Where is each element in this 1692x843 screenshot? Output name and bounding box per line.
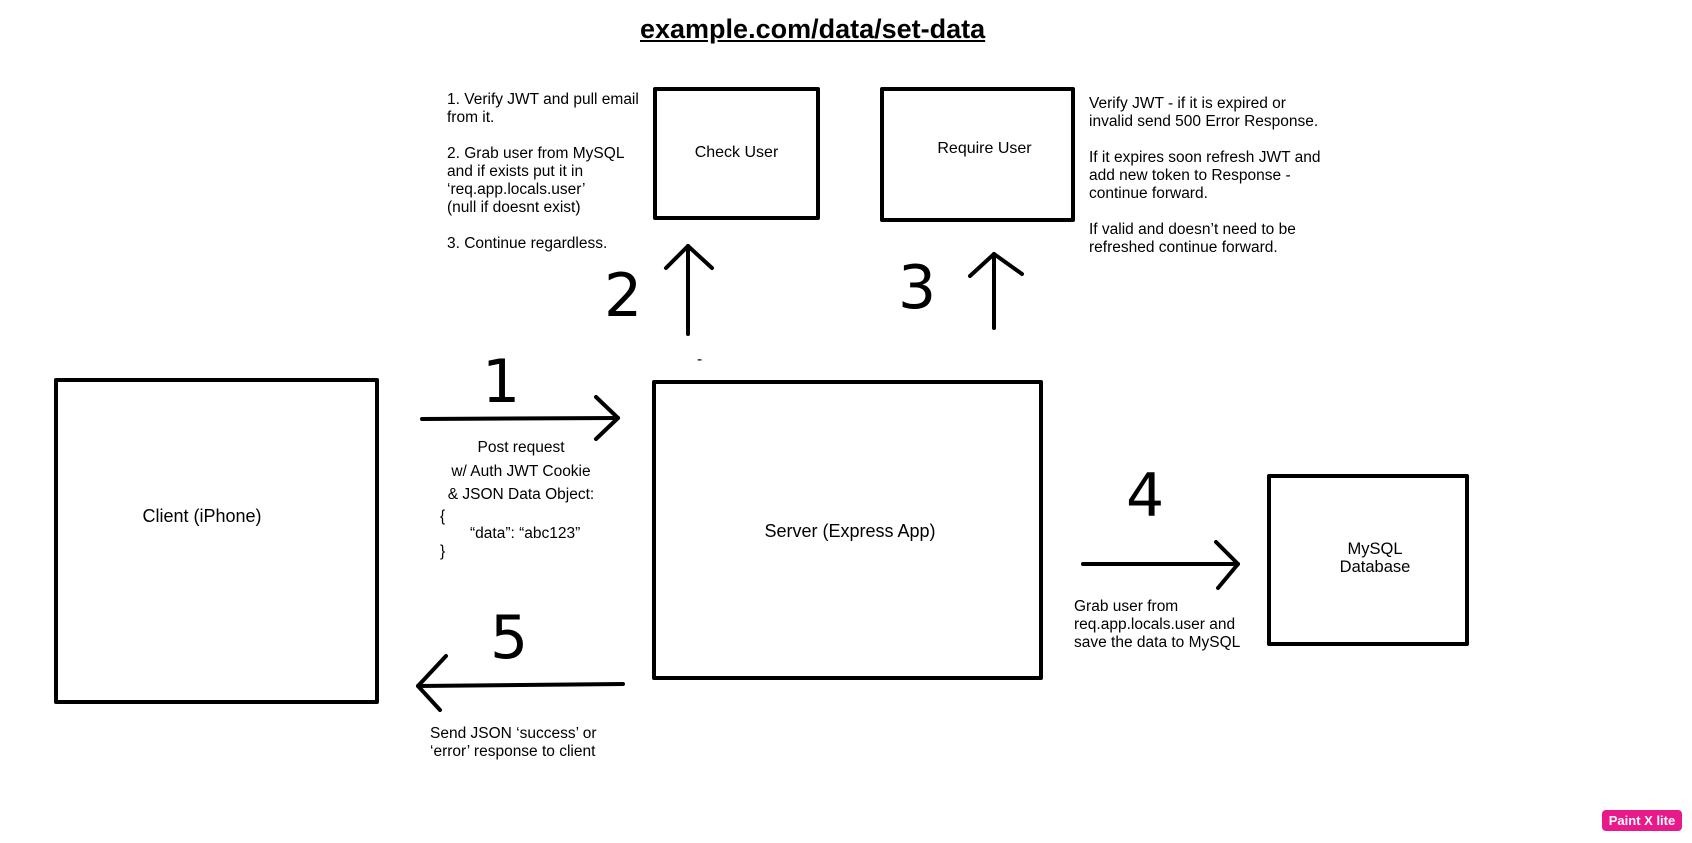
- check-user-label: Check User: [694, 144, 779, 161]
- json-close-brace: }: [440, 543, 446, 560]
- arrow-3-require-user: [968, 252, 1024, 330]
- step-number-2: 2: [604, 261, 643, 331]
- server-box: [652, 380, 1043, 680]
- stray-dash-mark: -: [697, 351, 703, 368]
- arrow-5-response: [416, 654, 625, 712]
- arrow-2-check-user: [664, 244, 714, 336]
- post-request-note: Post request w/ Auth JWT Cookie & JSON D…: [447, 439, 595, 503]
- mysql-database-label: MySQL Database: [1339, 540, 1411, 576]
- step-number-3: 3: [898, 253, 937, 323]
- mysql-database-box: [1267, 474, 1469, 646]
- require-user-label: Require User: [937, 140, 1032, 157]
- arrow-4-database: [1081, 540, 1240, 590]
- client-box-label: Client (iPhone): [142, 506, 262, 526]
- diagram-title: example.com/data/set-data: [640, 14, 986, 44]
- step-number-5: 5: [490, 603, 529, 673]
- json-data-line: “data”: “abc123”: [470, 525, 581, 542]
- arrow-1-request: [420, 395, 620, 441]
- json-open-brace: {: [440, 508, 446, 525]
- client-box: [54, 378, 379, 704]
- paint-x-lite-badge: Paint X lite: [1602, 810, 1682, 831]
- database-save-note: Grab user from req.app.locals.user and s…: [1074, 598, 1241, 651]
- check-user-notes: 1. Verify JWT and pull email from it. 2.…: [447, 91, 639, 252]
- require-user-notes: Verify JWT - if it is expired or invalid…: [1089, 95, 1321, 256]
- response-note: Send JSON ‘success’ or ‘error’ response …: [430, 725, 597, 760]
- step-number-4: 4: [1126, 461, 1165, 531]
- check-user-box: [653, 87, 820, 220]
- require-user-box: [880, 87, 1075, 222]
- step-number-1: 1: [482, 347, 521, 417]
- server-box-label: Server (Express App): [764, 521, 936, 541]
